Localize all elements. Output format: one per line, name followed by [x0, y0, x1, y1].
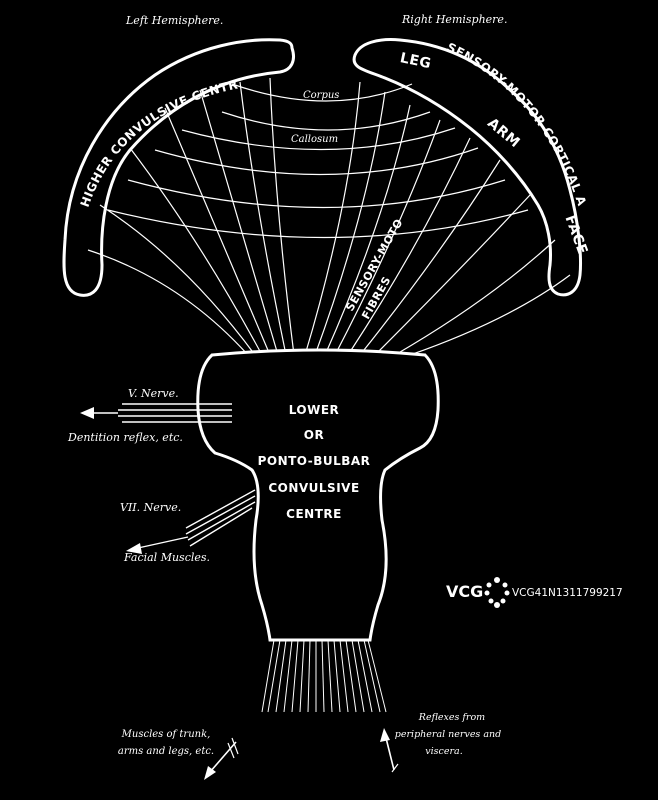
svg-text:Reflexes from: Reflexes from	[418, 712, 485, 723]
sensory-motor-cortical-area-label: SENSORY-MOTOR CORTICAL AREA	[0, 0, 589, 208]
corpus-label: Corpus	[303, 90, 339, 101]
reflex-input-arrow	[380, 728, 399, 773]
left-hemisphere-label: Left Hemisphere.	[125, 14, 223, 27]
svg-text:OR: OR	[304, 428, 324, 442]
vii-nerve-arrow-icon	[126, 543, 142, 554]
leg-label: LEG	[399, 50, 433, 72]
spinal-fibre-fan	[261, 639, 387, 713]
vcg-logo-text: VCG	[446, 582, 483, 601]
dentition-reflex-label: Dentition reflex, etc.	[67, 431, 183, 444]
facial-muscles-label: Facial Muscles.	[123, 551, 210, 564]
svg-text:peripheral nerves and: peripheral nerves and	[395, 729, 501, 740]
arrow-down-left-icon	[204, 766, 216, 780]
vcg-image-id: VCG41N1311799217	[512, 587, 623, 599]
svg-text:CENTRE: CENTRE	[286, 507, 342, 521]
motor-output-arrow	[204, 737, 239, 780]
v-nerve-fibres	[92, 403, 232, 423]
corpus-callosum-fibres	[107, 83, 529, 239]
right-hemisphere-outline	[352, 38, 582, 297]
v-nerve-label: V. Nerve.	[128, 387, 179, 400]
vcg-watermark: VCG VCG41N1311799217	[446, 577, 623, 608]
v-nerve-arrow-icon	[80, 407, 94, 419]
arrow-up-icon	[380, 728, 390, 742]
callosum-label: Callosum	[291, 134, 338, 145]
svg-text:arms and legs, etc.: arms and legs, etc.	[118, 746, 214, 757]
lower-centre-outline	[196, 348, 440, 642]
vii-nerve-fibres	[137, 489, 256, 549]
face-label: FACE	[562, 213, 591, 257]
left-hemisphere-outline	[62, 38, 295, 297]
vcg-logo-icon	[484, 577, 510, 608]
sensory-motor-fibres	[87, 77, 571, 356]
right-hemisphere-label: Right Hemisphere.	[401, 13, 507, 26]
vii-nerve-label: VII. Nerve.	[120, 501, 181, 514]
reflexes-label: Reflexes from peripheral nerves and visc…	[395, 712, 501, 757]
lower-centre-label: LOWER OR PONTO-BULBAR CONVULSIVE CENTRE	[258, 403, 371, 521]
svg-text:viscera.: viscera.	[425, 746, 462, 757]
svg-text:CONVULSIVE: CONVULSIVE	[268, 481, 359, 495]
svg-text:PONTO-BULBAR: PONTO-BULBAR	[258, 454, 371, 468]
svg-text:LOWER: LOWER	[289, 403, 340, 417]
svg-text:Muscles of trunk,: Muscles of trunk,	[121, 729, 211, 740]
muscles-label: Muscles of trunk, arms and legs, etc.	[118, 729, 214, 757]
